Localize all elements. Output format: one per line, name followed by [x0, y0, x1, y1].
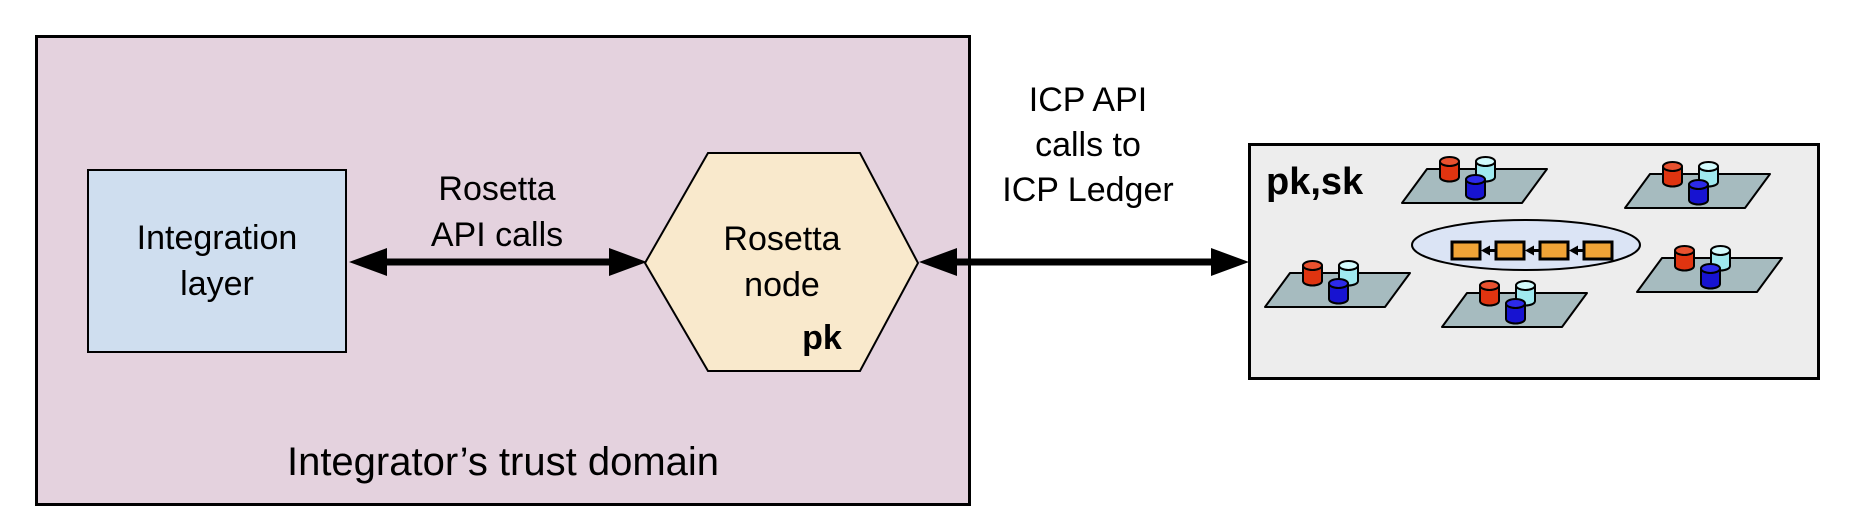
block-icon: [1582, 240, 1614, 261]
rosetta-node-pk-label: pk: [802, 319, 842, 357]
block-link-arrow-icon: [1525, 245, 1540, 256]
icp-api-calls-line2: calls to: [1035, 126, 1141, 164]
icp-api-arrow: [919, 248, 1249, 276]
rosetta-api-calls-line2: API calls: [430, 216, 564, 254]
subnet-plane-icon: [1441, 280, 1588, 328]
rosetta-node-label: Rosetta node: [692, 216, 872, 308]
subnet-plane-icon: [1624, 161, 1771, 209]
integration-layer-label-line2: layer: [180, 265, 254, 303]
blockchain-ellipse: [1411, 219, 1641, 271]
rosetta-node-line1: Rosetta: [723, 220, 841, 258]
rosetta-node-line2: node: [744, 266, 820, 304]
icp-api-calls-line3: ICP Ledger: [1002, 171, 1174, 209]
block-link-arrow-icon: [1569, 245, 1584, 256]
ledger-pksk-label: pk,sk: [1266, 161, 1364, 203]
icp-api-calls-line1: ICP API: [1028, 81, 1148, 119]
block-icon: [1538, 240, 1570, 261]
block-icon: [1494, 240, 1526, 261]
subnet-plane-icon: [1636, 245, 1783, 293]
icp-api-calls-label: ICP API calls to ICP Ledger: [988, 78, 1188, 213]
block-link-arrow-icon: [1481, 245, 1496, 256]
trust-domain-label: Integrator’s trust domain: [286, 440, 720, 484]
integration-layer-box: Integration layer: [87, 169, 347, 353]
subnet-plane-icon: [1401, 156, 1548, 204]
block-icon: [1450, 240, 1482, 261]
integration-layer-label-line1: Integration: [136, 219, 298, 257]
rosetta-api-calls-line1: Rosetta: [438, 170, 556, 208]
rosetta-node-hexagon: [643, 152, 920, 372]
rosetta-api-arrow: [349, 248, 647, 276]
rosetta-api-calls-label: Rosetta API calls: [397, 166, 597, 258]
subnet-plane-icon: [1264, 260, 1411, 308]
